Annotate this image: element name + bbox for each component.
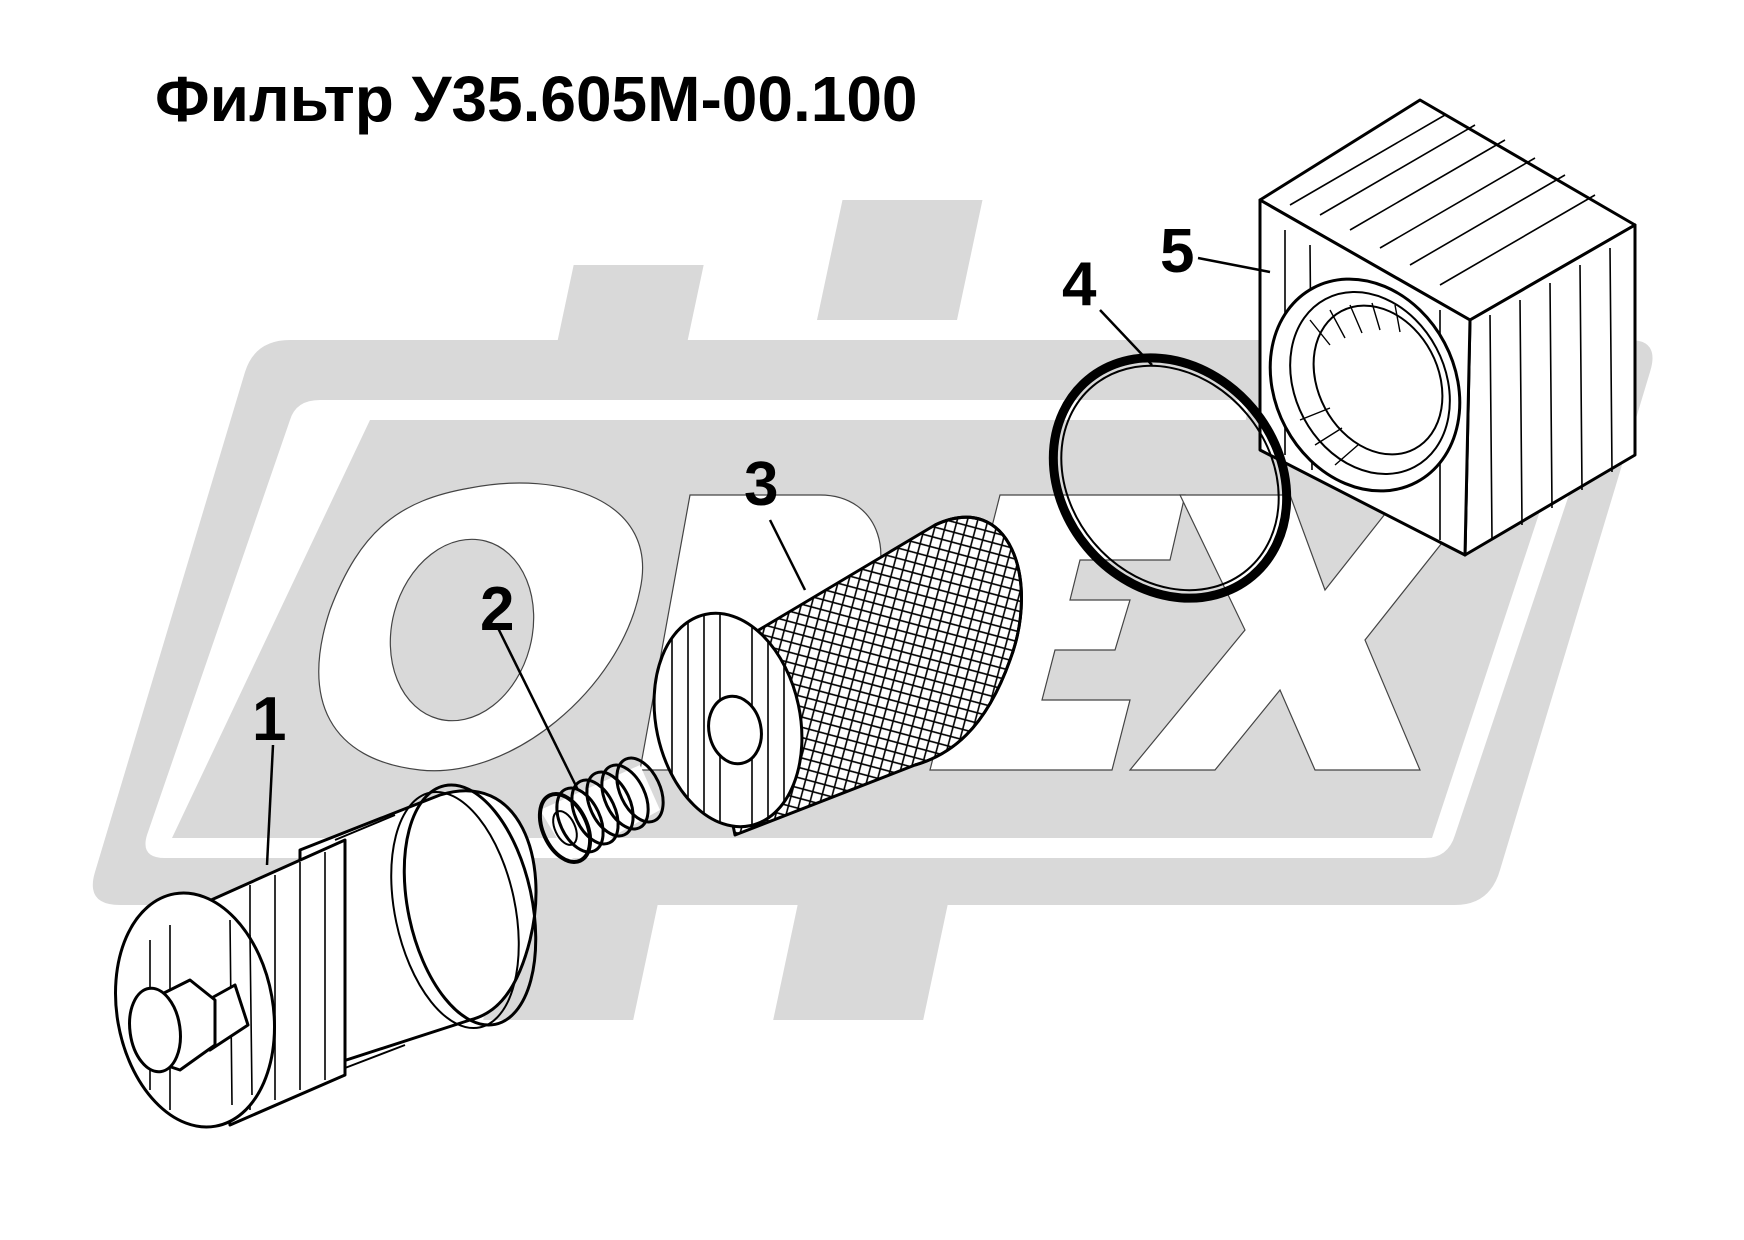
callout-1: 1 bbox=[252, 685, 286, 754]
callout-5: 5 bbox=[1160, 217, 1194, 286]
part-5-housing bbox=[1258, 98, 1637, 557]
diagram-title: Фильтр У35.605М-00.100 bbox=[155, 63, 918, 135]
part-4-o-ring bbox=[1048, 353, 1292, 603]
leader-lines bbox=[265, 256, 1271, 866]
callout-2: 2 bbox=[480, 575, 514, 644]
callout-3: 3 bbox=[744, 450, 778, 519]
callout-4: 4 bbox=[1062, 250, 1097, 319]
part-1-cap bbox=[113, 783, 538, 1129]
part-2-spring bbox=[537, 756, 665, 864]
watermark-letters bbox=[318, 482, 1482, 772]
part-3-mesh-filter bbox=[652, 515, 1023, 840]
